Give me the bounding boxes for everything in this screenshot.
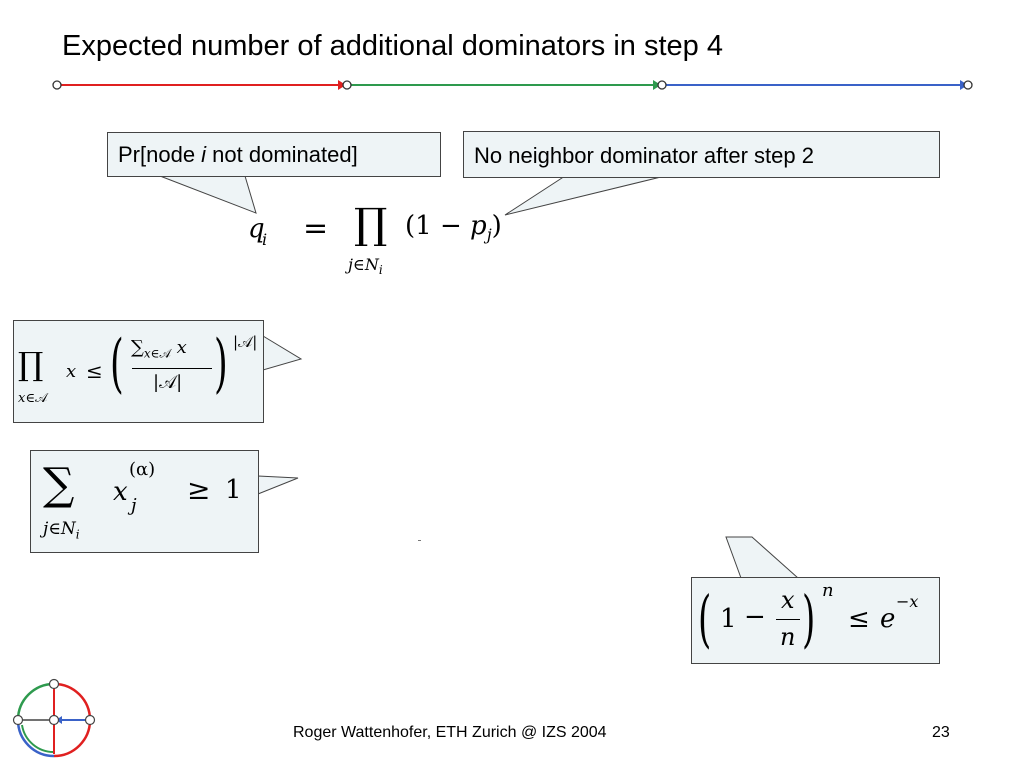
slide-title: Expected number of additional dominators…	[62, 30, 723, 62]
callout-no-neighbor: No neighbor dominator after step 2	[463, 131, 940, 178]
am-gm-prod-index: x∈𝒜	[18, 391, 48, 406]
callout-not-dominated-text: Pr[node i not dominated]	[118, 142, 358, 167]
callout-tail-am-gm	[262, 335, 303, 371]
progress-node-3	[657, 80, 667, 90]
callout-not-dominated: Pr[node i not dominated]	[107, 132, 441, 177]
callout-tail-not-dominated	[159, 175, 257, 214]
progress-node-2	[342, 80, 352, 90]
progress-node-1	[52, 80, 62, 90]
callout-no-neighbor-text: No neighbor dominator after step 2	[474, 143, 814, 168]
main-formula-index: j∈Ni	[348, 255, 383, 278]
progress-arrow-1	[338, 80, 346, 90]
callout-tail-sum	[257, 475, 299, 495]
progress-arrow-2	[653, 80, 661, 90]
stray-mark	[418, 540, 421, 541]
progress-node-4	[963, 80, 973, 90]
main-formula-factor: (1 − pj)	[405, 211, 502, 245]
page-number: 23	[932, 724, 950, 741]
callout-tail-exp	[725, 536, 800, 579]
logo-icon	[12, 678, 96, 758]
callout-sum: ∑ j∈Ni x (α) j ≥ 1	[30, 450, 259, 553]
sum-index: j∈Ni	[43, 519, 80, 542]
callout-exp: ( 1 − x n ) n ≤ e −x	[691, 577, 940, 664]
callout-am-gm: ∏ x∈𝒜 x ≤ ( ∑x∈𝒜 x |𝒜| ) |𝒜|	[13, 320, 264, 423]
am-gm-numerator: ∑x∈𝒜 x	[131, 337, 187, 361]
am-gm-fraction-bar	[132, 368, 212, 369]
main-formula: q i = ∏ j∈Ni (1 − pj)	[248, 199, 502, 278]
footer-text: Roger Wattenhofer, ETH Zurich @ IZS 2004	[293, 724, 607, 741]
progress-bar	[52, 80, 973, 90]
exp-fraction-bar	[776, 619, 800, 620]
